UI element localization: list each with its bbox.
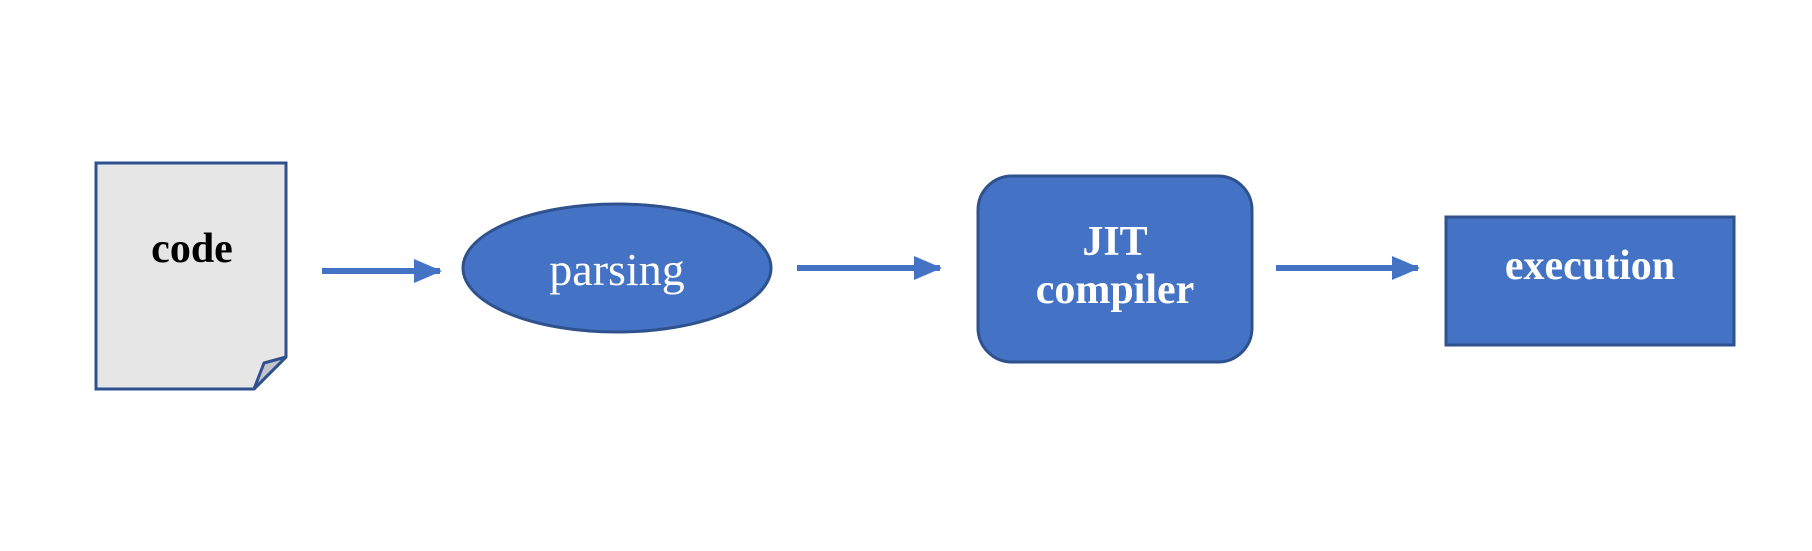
code-document-node <box>94 161 288 391</box>
code-document-shape <box>94 161 288 391</box>
code-document-fold <box>252 355 288 391</box>
jit-compiler-label-line2: compiler <box>1035 267 1195 314</box>
jit-compiler-node <box>976 174 1254 364</box>
execution-label: execution <box>1504 243 1676 289</box>
parsing-label: parsing <box>549 244 685 295</box>
code-label: code <box>151 226 233 272</box>
jit-compiler-label: JIT compiler <box>978 218 1252 315</box>
execution-node <box>1444 215 1736 347</box>
jit-compiler-label-line1: JIT <box>1082 219 1148 265</box>
parsing-ellipse-node <box>461 202 773 334</box>
